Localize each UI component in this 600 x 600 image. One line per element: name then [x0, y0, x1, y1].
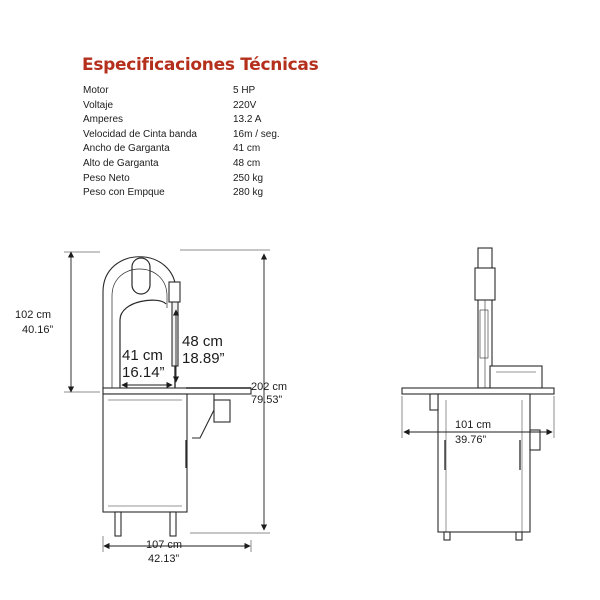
- spec-row-peso-empaque: Peso con Empque 280 kg: [83, 186, 323, 201]
- dim-length-cm: 107 cm: [146, 539, 182, 551]
- front-cabinet: [437, 393, 531, 533]
- front-view-drawing: [401, 247, 555, 541]
- dim-total-height-in: 79.53”: [251, 394, 283, 406]
- spec-row-motor: Motor 5 HP: [83, 84, 323, 99]
- dim-width-in: 39.76”: [455, 434, 487, 446]
- front-leg: [443, 531, 451, 541]
- saw-table: [102, 387, 252, 395]
- dim-width-cm: 101 cm: [455, 419, 491, 431]
- front-leg: [515, 531, 523, 541]
- saw-cabinet: [102, 393, 188, 513]
- dim-total-height-cm: 202 cm: [251, 381, 287, 393]
- spec-label: Alto de Garganta: [83, 157, 159, 169]
- spec-value: 280 kg: [233, 187, 264, 199]
- spec-value: 250 kg: [233, 172, 264, 184]
- spec-value: 41 cm: [233, 143, 261, 155]
- spec-label: Peso con Empque: [83, 187, 165, 199]
- dimension-lines: [64, 249, 555, 552]
- spec-label: Voltaje: [83, 99, 114, 111]
- spec-row-alto-garganta: Alto de Garganta 48 cm: [83, 157, 323, 172]
- spec-row-amperes: Amperes 13.2 A: [83, 113, 323, 128]
- spec-label: Amperes: [83, 114, 124, 126]
- dim-height-in: 40.16”: [22, 324, 54, 336]
- spec-label: Peso Neto: [83, 172, 130, 184]
- spec-value: 13.2 A: [233, 114, 262, 126]
- spec-row-ancho-garganta: Ancho de Garganta 41 cm: [83, 142, 323, 157]
- spec-label: Motor: [83, 85, 109, 96]
- dim-throat-height-cm: 48 cm: [182, 333, 223, 350]
- spec-row-peso-neto: Peso Neto 250 kg: [83, 172, 323, 187]
- side-view-drawing: [102, 256, 252, 537]
- dim-throat-width-cm: 41 cm: [122, 347, 163, 364]
- spec-value: 48 cm: [233, 157, 261, 169]
- spec-value: 16m / seg.: [233, 128, 280, 140]
- blade-guide: [171, 299, 179, 367]
- saw-leg: [114, 511, 122, 537]
- spec-value: 220V: [233, 99, 257, 111]
- spec-label: Velocidad de Cinta banda: [83, 128, 197, 140]
- saw-throat: [119, 299, 167, 392]
- spec-table: Motor 5 HP Voltaje 220V Amperes 13.2 A V…: [83, 84, 323, 201]
- handle-slot: [131, 257, 151, 295]
- spec-title: Especificaciones Técnicas: [82, 55, 319, 75]
- spec-row-velocidad: Velocidad de Cinta banda 16m / seg.: [83, 128, 323, 143]
- motor-box: [213, 399, 231, 423]
- push-block: [489, 365, 543, 389]
- saw-leg: [169, 511, 177, 537]
- spec-value: 5 HP: [233, 85, 256, 96]
- dim-length-in: 42.13”: [148, 553, 180, 565]
- dim-throat-height-in: 18.89”: [182, 350, 225, 367]
- spec-row-voltaje: Voltaje 220V: [83, 99, 323, 114]
- dim-throat-width-in: 16.14”: [122, 364, 165, 381]
- spec-label: Ancho de Garganta: [83, 143, 170, 155]
- dim-height-cm: 102 cm: [15, 309, 51, 321]
- front-table: [401, 387, 555, 395]
